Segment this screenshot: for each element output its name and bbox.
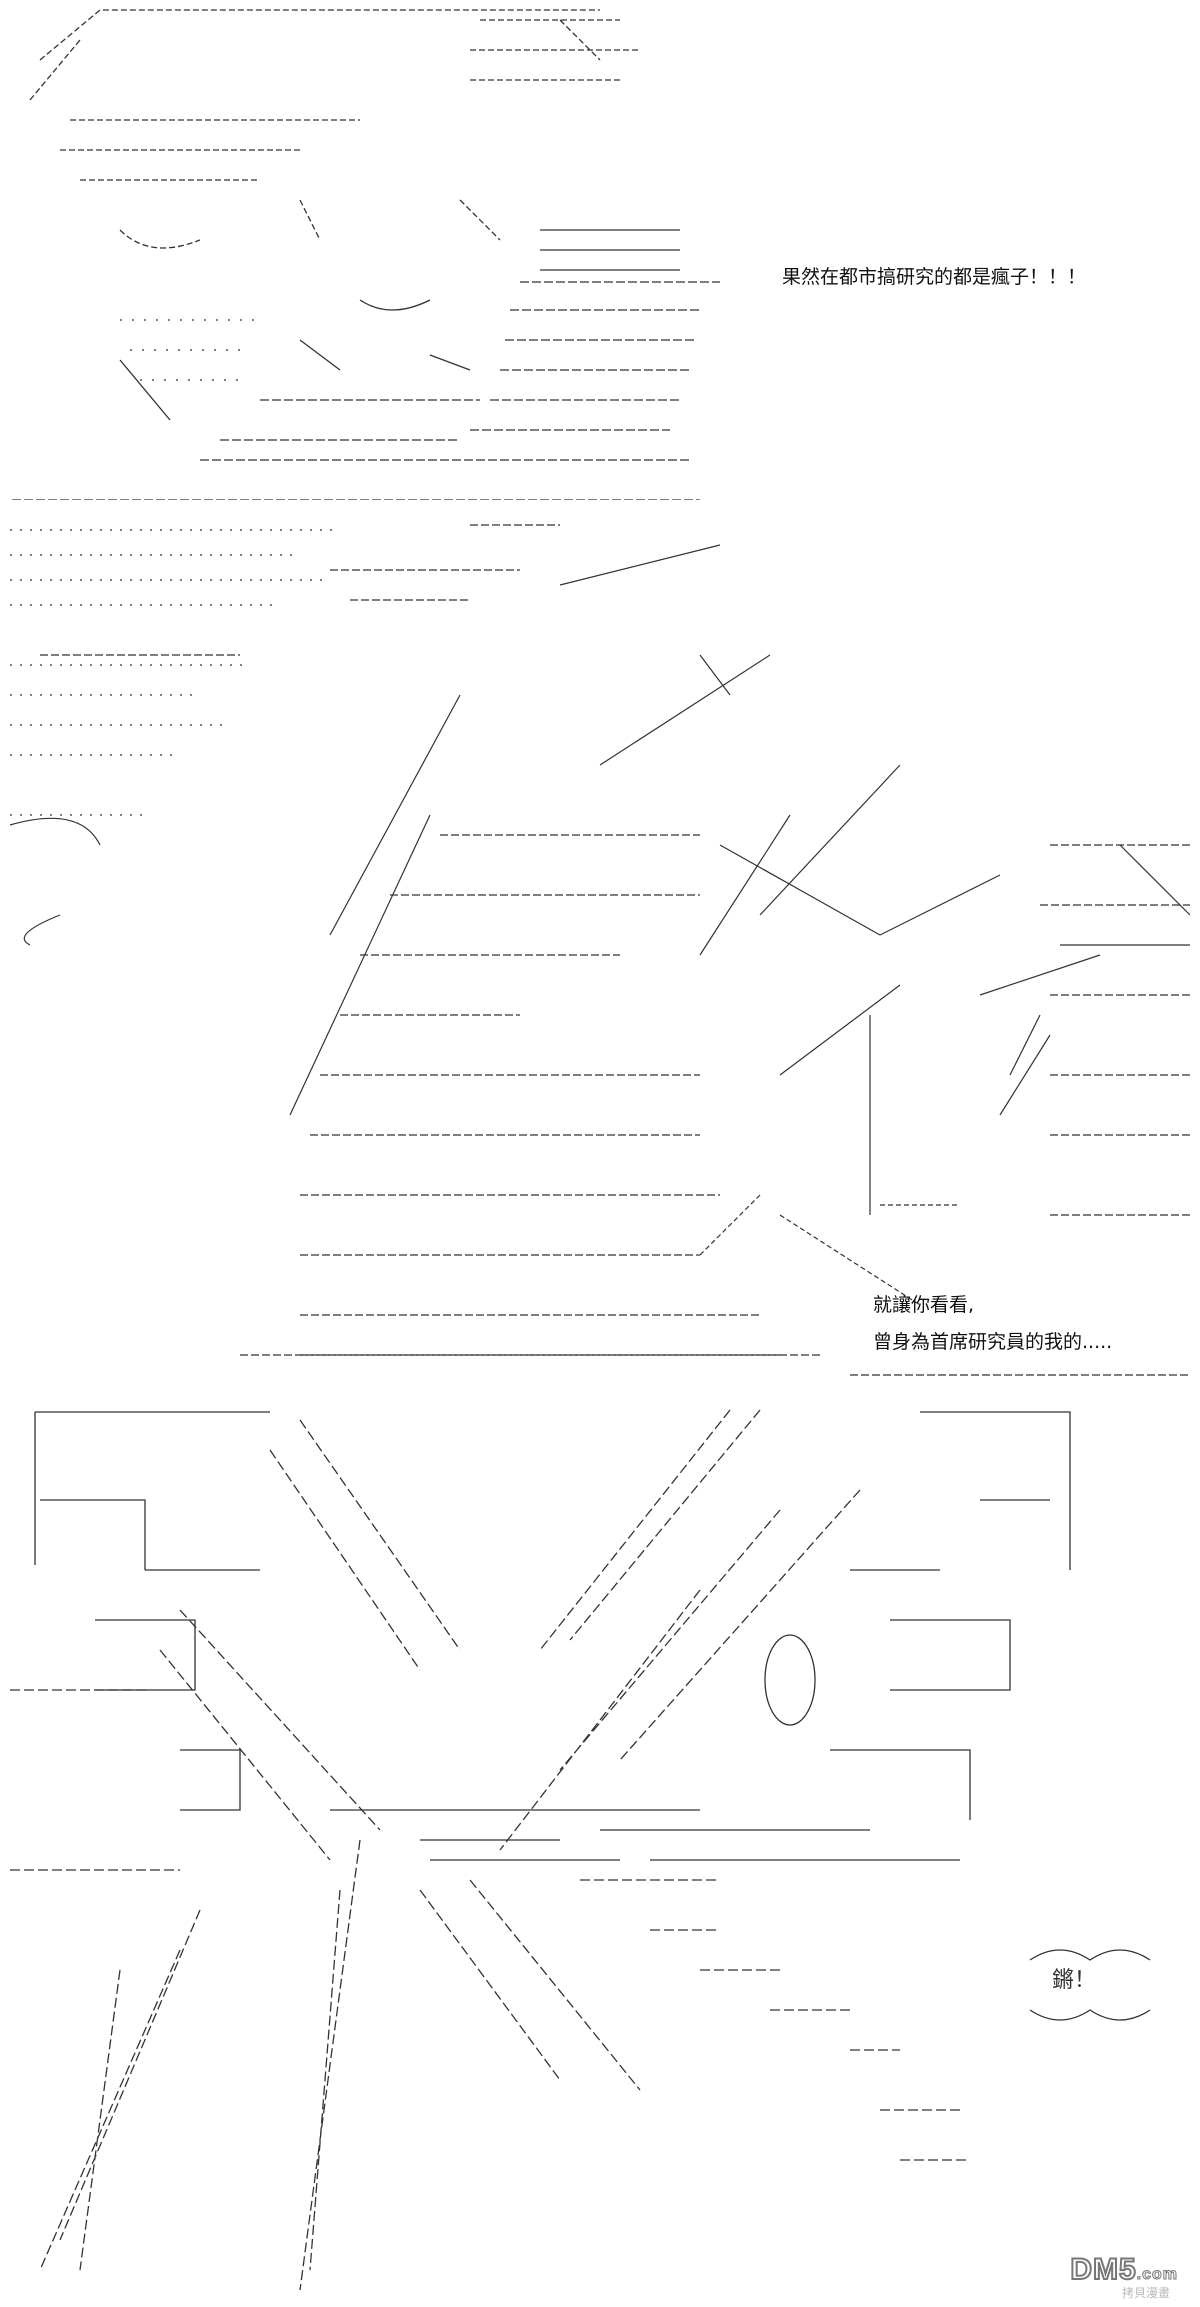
dialog-text: 曾身為首席研究員的我的..... [873, 1331, 1113, 1353]
watermark-logo: DM5.com [1069, 2252, 1178, 2287]
dialog-text: 果然在都市搞研究的都是瘋子！！！ [782, 266, 1087, 288]
watermark-brand: DM5 [1069, 2252, 1137, 2287]
ascii-art-scientist-face [12, 9, 720, 500]
watermark-subtitle: 拷貝漫畫 [1121, 2286, 1170, 2300]
panel-1: 果然在都市搞研究的都是瘋子！！！ [0, 0, 1200, 500]
watermark-suffix: .com [1136, 2266, 1178, 2284]
panel-2: 就讓你看看, 曾身為首席研究員的我的..... [0, 515, 1200, 1385]
ascii-art-lab-scene [9, 524, 1191, 1376]
panel-3: 鏘！ [0, 1390, 1200, 2307]
sound-effect-clang: 鏘！ [1052, 1968, 1097, 1993]
dialog-text: 就讓你看看, [873, 1294, 975, 1316]
ascii-art-clash-scene [10, 1409, 1151, 2291]
